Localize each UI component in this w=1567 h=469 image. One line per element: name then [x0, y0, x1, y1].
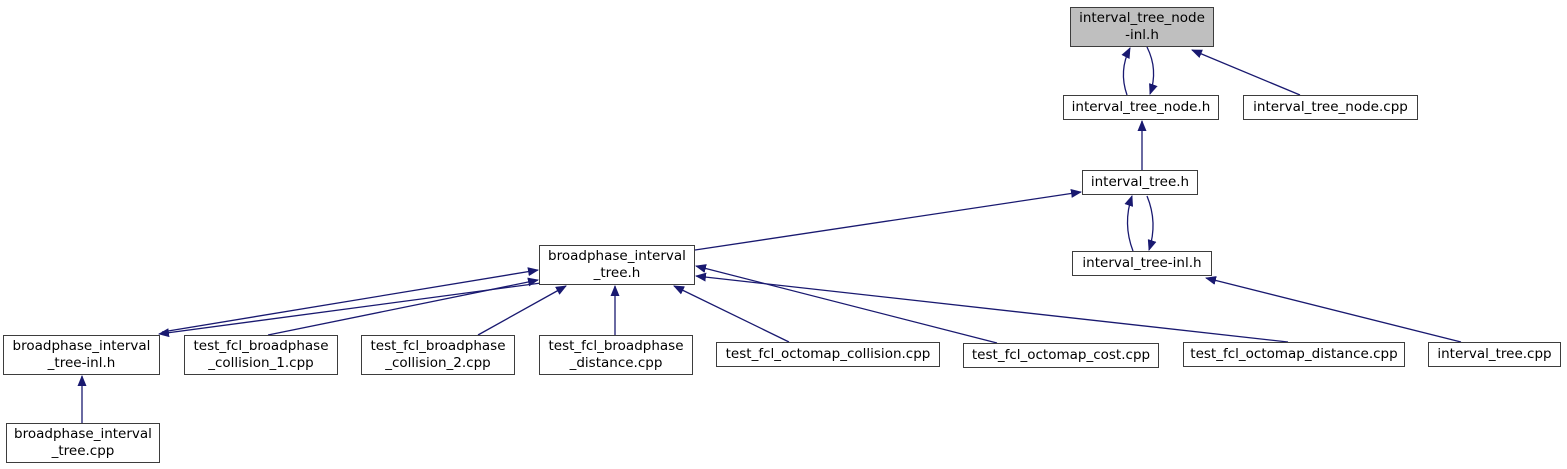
edge-interval_tree-inl.h-to-interval_tree.h — [1124, 195, 1134, 252]
node-broadphase_interval_tree-inl.h[interactable]: broadphase_interval_tree-inl.h — [3, 335, 160, 375]
node-label-line: test_fcl_broadphase — [193, 338, 329, 354]
edge-test_fcl_octomap_cost.cpp-to-broadphase_interval_tree.h — [695, 264, 998, 344]
node-label-line: _collision_1.cpp — [208, 355, 314, 371]
node-label-line: broadphase_interval — [548, 248, 686, 264]
node-interval_tree_node-inl.h: interval_tree_node-inl.h — [1070, 7, 1214, 47]
node-label-line: test_fcl_octomap_distance.cpp — [1190, 346, 1398, 362]
edge-interval_tree_node.h-to-interval_tree_node-inl.h — [1121, 47, 1131, 96]
node-test_fcl_octomap_cost.cpp[interactable]: test_fcl_octomap_cost.cpp — [963, 343, 1159, 368]
node-label-line: interval_tree_node — [1079, 10, 1205, 26]
edge-interval_tree.h-to-interval_tree-inl.h — [1146, 195, 1157, 251]
node-label-line: test_fcl_octomap_collision.cpp — [725, 346, 931, 362]
node-interval_tree.h[interactable]: interval_tree.h — [1082, 170, 1198, 195]
node-test_fcl_octomap_collision.cpp[interactable]: test_fcl_octomap_collision.cpp — [716, 342, 940, 367]
node-broadphase_interval_tree.h[interactable]: broadphase_interval_tree.h — [539, 245, 695, 285]
node-label-line: interval_tree.h — [1090, 174, 1190, 190]
edge-interval_tree_node-inl.h-to-interval_tree_node.h — [1146, 46, 1158, 95]
edge-test_fcl_octomap_collision.cpp-to-broadphase_interval_tree.h — [673, 285, 790, 343]
node-label-line: _tree.cpp — [51, 443, 115, 459]
node-test_fcl_octomap_distance.cpp[interactable]: test_fcl_octomap_distance.cpp — [1183, 342, 1405, 367]
node-test_fcl_broadphase_collision_2.cpp[interactable]: test_fcl_broadphase_collision_2.cpp — [361, 335, 515, 375]
node-label-line: _distance.cpp — [569, 355, 663, 371]
node-broadphase_interval_tree.cpp[interactable]: broadphase_interval_tree.cpp — [6, 423, 160, 463]
node-interval_tree_node.h[interactable]: interval_tree_node.h — [1063, 95, 1219, 120]
node-interval_tree_node.cpp[interactable]: interval_tree_node.cpp — [1243, 95, 1418, 120]
node-label-line: _tree-inl.h — [47, 355, 116, 371]
edge-test_fcl_broadphase_collision_1.cpp-to-broadphase_interval_tree.h — [267, 277, 539, 336]
edge-broadphase_interval_tree.h-to-interval_tree.h — [694, 189, 1082, 251]
node-interval_tree.cpp[interactable]: interval_tree.cpp — [1428, 342, 1561, 367]
node-label-line: interval_tree.cpp — [1437, 346, 1552, 362]
node-interval_tree-inl.h[interactable]: interval_tree-inl.h — [1072, 251, 1212, 276]
node-label-line: test_fcl_broadphase — [548, 338, 684, 354]
edge-broadphase_interval_tree-inl.h-to-broadphase_interval_tree.h — [161, 267, 539, 333]
edge-test_fcl_broadphase_collision_2.cpp-to-broadphase_interval_tree.h — [477, 285, 567, 336]
node-label-line: broadphase_interval — [12, 338, 151, 354]
node-label-line: interval_tree_node.h — [1071, 99, 1211, 115]
edges-group — [77, 46, 1462, 423]
edge-interval_tree.cpp-to-interval_tree-inl.h — [1205, 276, 1462, 343]
node-test_fcl_broadphase_distance.cpp[interactable]: test_fcl_broadphase_distance.cpp — [539, 335, 693, 375]
node-test_fcl_broadphase_collision_1.cpp[interactable]: test_fcl_broadphase_collision_1.cpp — [184, 335, 338, 375]
node-label-line: -inl.h — [1125, 27, 1159, 43]
edge-interval_tree_node.cpp-to-interval_tree_node-inl.h — [1191, 49, 1301, 96]
node-label-line: test_fcl_octomap_cost.cpp — [971, 347, 1151, 363]
node-label-line: test_fcl_broadphase — [370, 338, 506, 354]
node-label-line: interval_tree_node.cpp — [1253, 99, 1408, 115]
node-label-line: interval_tree-inl.h — [1082, 255, 1202, 271]
edge-test_fcl_octomap_distance.cpp-to-broadphase_interval_tree.h — [695, 272, 1289, 343]
node-label-line: broadphase_interval — [14, 426, 152, 442]
edge-broadphase_interval_tree.h-to-broadphase_interval_tree-inl.h — [158, 282, 542, 338]
node-label-line: _collision_2.cpp — [385, 355, 491, 371]
node-label-line: _tree.h — [593, 265, 641, 281]
